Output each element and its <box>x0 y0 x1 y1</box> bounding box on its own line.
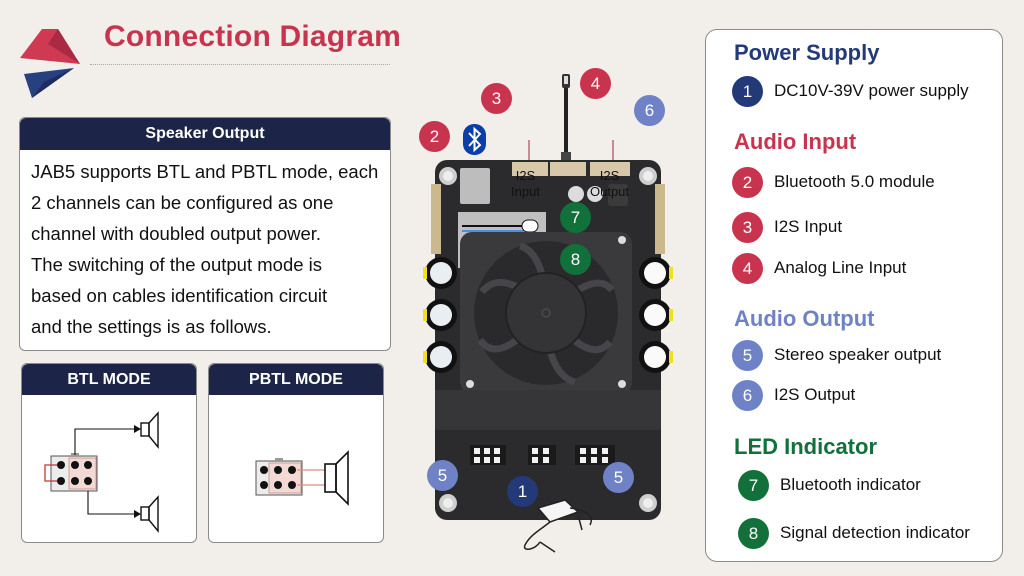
description-line: and the settings is as follows. <box>31 316 272 337</box>
btl-mode-card: BTL MODE <box>21 363 197 543</box>
legend-badge: 4 <box>732 252 763 284</box>
speaker-output-description: JAB5 supports BTL and PBTL mode, each 2 … <box>20 150 390 342</box>
pbtl-wiring-diagram <box>255 450 349 506</box>
description-line: channel with doubled output power. <box>31 223 322 244</box>
connector-block-icon <box>44 453 98 492</box>
description-line: 2 channels can be configured as one <box>31 192 334 213</box>
legend-text: I2S Output <box>774 385 856 404</box>
description-line: based on cables identification circuit <box>31 285 328 306</box>
page-title: Connection Diagram <box>104 20 401 53</box>
description-line: JAB5 supports BTL and PBTL mode, each <box>31 161 379 182</box>
legend-item: 7 Bluetooth indicator <box>738 469 921 501</box>
callout-5-right: 5 <box>603 462 634 493</box>
legend-text: Analog Line Input <box>774 258 907 277</box>
capacitor-icon <box>423 257 673 373</box>
legend-item: 4 Analog Line Input <box>732 252 906 284</box>
callout-8: 8 <box>560 244 591 275</box>
legend-text: I2S Input <box>774 217 843 236</box>
speaker-output-card: Speaker Output JAB5 supports BTL and PBT… <box>19 117 391 351</box>
legend-badge: 5 <box>732 339 763 371</box>
callout-3: 3 <box>481 83 512 114</box>
btl-wiring-diagram <box>44 411 159 533</box>
speaker-output-heading: Speaker Output <box>20 118 390 150</box>
legend-item: 5 Stereo speaker output <box>732 339 941 371</box>
title-divider <box>90 64 390 65</box>
legend-badge: 6 <box>732 379 763 411</box>
power-adapter-icon <box>523 499 592 553</box>
fan-icon <box>460 232 632 394</box>
callout-4: 4 <box>580 68 611 99</box>
logo-icon <box>20 29 80 98</box>
legend-text: DC10V-39V power supply <box>774 81 969 100</box>
legend-item: 2 Bluetooth 5.0 module <box>732 166 935 198</box>
callout-6: 6 <box>634 95 665 126</box>
legend-badge: 3 <box>732 211 763 243</box>
legend-panel: Power Supply 1 DC10V-39V power supply Au… <box>705 29 1003 562</box>
speaker-icon <box>140 495 159 533</box>
description-line: The switching of the output mode is <box>31 254 323 275</box>
section-audio-input: Audio Input <box>734 129 857 154</box>
bluetooth-icon <box>463 124 486 155</box>
i2s-input-label: I2S Input <box>511 168 540 199</box>
section-led-indicator: LED Indicator <box>734 434 878 459</box>
legend-text: Stereo speaker output <box>774 345 942 364</box>
connector-block-icon <box>255 458 303 496</box>
speaker-icon <box>324 450 349 506</box>
legend-badge: 1 <box>732 75 763 107</box>
legend-badge: 2 <box>732 166 763 198</box>
legend-item: 6 I2S Output <box>732 379 855 411</box>
audio-jack-icon <box>561 74 571 162</box>
legend-item: 1 DC10V-39V power supply <box>732 75 969 107</box>
callout-2: 2 <box>419 121 450 152</box>
legend-text: Bluetooth 5.0 module <box>774 172 935 191</box>
legend-badge: 8 <box>738 517 769 549</box>
i2s-output-label: I2S Output <box>590 168 630 199</box>
pbtl-mode-heading: PBTL MODE <box>209 364 383 395</box>
section-power-supply: Power Supply <box>734 40 880 65</box>
btl-mode-heading: BTL MODE <box>22 364 196 395</box>
legend-item: 8 Signal detection indicator <box>738 517 970 549</box>
legend-text: Bluetooth indicator <box>780 475 921 494</box>
callout-5-left: 5 <box>427 460 458 491</box>
pbtl-mode-card: PBTL MODE <box>208 363 384 543</box>
legend-text: Signal detection indicator <box>780 523 970 542</box>
callout-7: 7 <box>560 202 591 233</box>
section-audio-output: Audio Output <box>734 306 875 331</box>
amplifier-board-image <box>423 74 673 553</box>
callout-1: 1 <box>507 476 538 507</box>
board-illustration: I2S Input I2S Output 2 3 4 6 7 8 5 5 1 <box>400 60 700 576</box>
legend-badge: 7 <box>738 469 769 501</box>
legend-item: 3 I2S Input <box>732 211 842 243</box>
speaker-icon <box>140 411 159 449</box>
